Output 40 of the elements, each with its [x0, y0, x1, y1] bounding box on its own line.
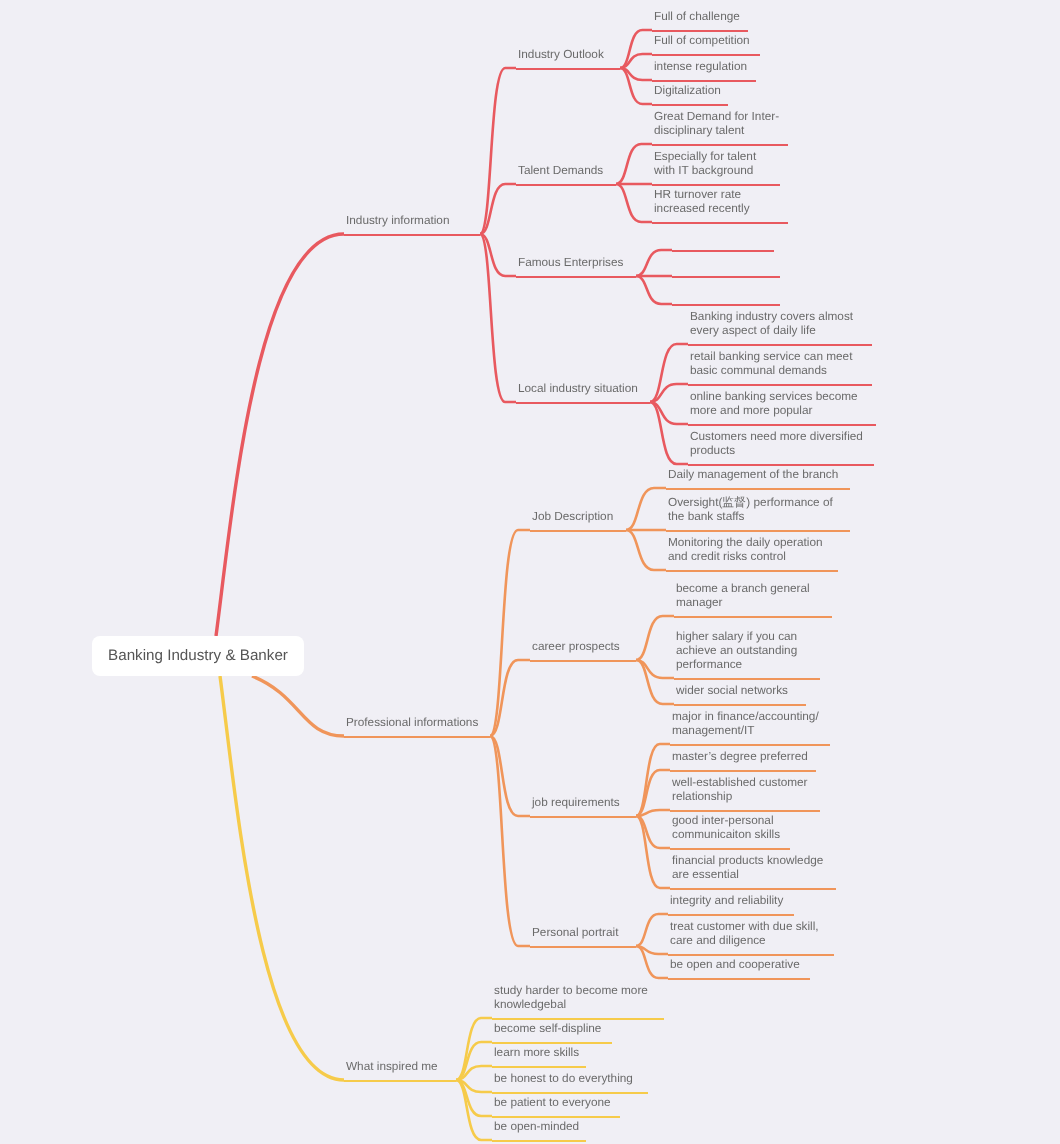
branch-connector — [479, 182, 516, 236]
branch-connector — [455, 1064, 492, 1082]
branch-connector — [635, 912, 668, 948]
branch-connector — [635, 814, 670, 850]
branch-connector — [619, 28, 652, 70]
branch-connector — [635, 944, 668, 980]
branch-connector — [635, 944, 668, 956]
branch-connector — [455, 1040, 492, 1082]
branch-connector — [455, 1078, 492, 1118]
branch-connector — [635, 658, 674, 706]
branch-connector — [625, 486, 666, 532]
branch-connector — [635, 248, 672, 278]
branch-connector — [489, 734, 530, 818]
branch-connector — [489, 658, 530, 738]
branch-connector — [214, 232, 345, 637]
branch-connector — [635, 274, 672, 306]
branch-connector — [479, 232, 516, 278]
branch-connector — [619, 66, 652, 106]
branch-connector — [455, 1078, 492, 1142]
branch-connector — [635, 658, 674, 680]
branch-connector — [616, 182, 652, 186]
branch-connector — [619, 52, 652, 70]
branch-connector — [635, 742, 670, 818]
branch-connector — [626, 528, 666, 532]
branch-connector — [649, 400, 688, 466]
branch-connector — [635, 814, 670, 890]
branch-connector — [218, 675, 345, 1082]
branch-connector — [455, 1078, 492, 1094]
branch-connector — [649, 382, 688, 404]
branch-connector — [251, 674, 345, 738]
branch-connector — [635, 768, 670, 818]
branch-connector — [615, 142, 652, 186]
branch-connector — [649, 400, 688, 426]
branch-connector — [625, 528, 666, 572]
branch-connector — [455, 1016, 492, 1082]
branch-connector — [649, 342, 688, 404]
branch-connector — [636, 274, 672, 278]
branch-connector — [615, 182, 652, 224]
branch-connector — [635, 808, 670, 818]
branch-connector — [619, 66, 652, 82]
